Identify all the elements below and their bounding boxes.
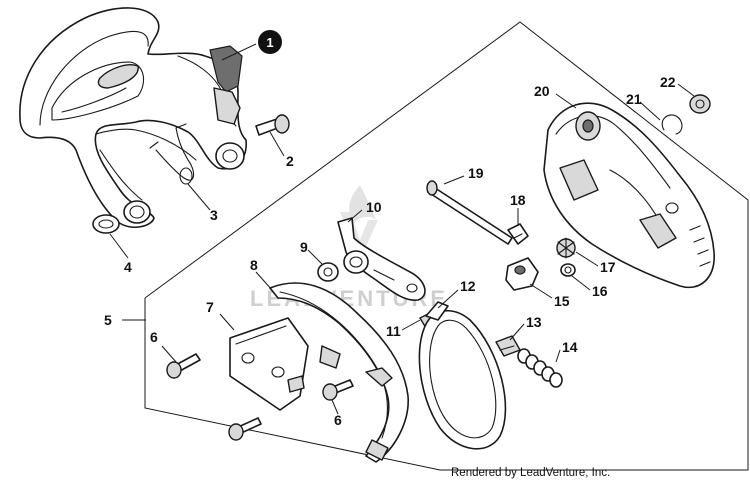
callout-7[interactable]: 7: [206, 299, 214, 315]
guide-plate[interactable]: [229, 317, 309, 411]
subassembly-frame: [144, 21, 749, 471]
coil-spring[interactable]: [517, 348, 563, 388]
callout-12[interactable]: 12: [460, 278, 476, 294]
callout-16[interactable]: 16: [592, 283, 608, 299]
callout-20[interactable]: 20: [534, 83, 550, 99]
sprocket-cover[interactable]: [269, 282, 409, 463]
callout-15[interactable]: 15: [554, 293, 570, 309]
screw-6b[interactable]: [322, 379, 354, 401]
callout-4[interactable]: 4: [124, 259, 132, 275]
screw-6a[interactable]: [166, 353, 201, 379]
brake-band[interactable]: [418, 301, 507, 450]
tension-rod[interactable]: [426, 180, 513, 245]
callout-19[interactable]: 19: [468, 165, 484, 181]
adjuster-gear[interactable]: [556, 237, 576, 259]
callout-9[interactable]: 9: [300, 239, 308, 255]
callout-13[interactable]: 13: [526, 314, 542, 330]
wire-spring[interactable]: [149, 123, 195, 185]
callout-5[interactable]: 5: [104, 312, 112, 328]
washer-4[interactable]: [92, 214, 120, 234]
callout-21[interactable]: 21: [626, 91, 642, 107]
nut-22[interactable]: [689, 94, 711, 114]
callout-17[interactable]: 17: [600, 259, 616, 275]
credit-text: Rendered by LeadVenture, Inc.: [451, 467, 610, 479]
washer-16[interactable]: [560, 263, 576, 277]
washer-9[interactable]: [317, 262, 339, 282]
adjuster-nut[interactable]: [507, 223, 529, 245]
callout-14[interactable]: 14: [562, 339, 578, 355]
spring-retainer[interactable]: [495, 335, 521, 357]
callout-1: 1: [266, 35, 273, 50]
callout-18[interactable]: 18: [510, 192, 526, 208]
leader-lines: [109, 43, 695, 415]
callout-3[interactable]: 3: [210, 207, 218, 223]
callout-10[interactable]: 10: [366, 199, 382, 215]
actuator-block[interactable]: [505, 257, 539, 291]
side-cover[interactable]: [543, 102, 715, 289]
callout-11[interactable]: 11: [386, 323, 401, 339]
callout-2[interactable]: 2: [286, 153, 294, 169]
shoulder-bolt[interactable]: [255, 114, 290, 136]
brake-link[interactable]: [337, 217, 426, 301]
callout-labels: 2 3 4 5 6 6 7 8 9 10 11 12 13 14 15 16 1…: [104, 74, 676, 428]
callout-8[interactable]: 8: [250, 257, 258, 273]
snap-ring[interactable]: [661, 114, 683, 135]
callout-22[interactable]: 22: [660, 74, 676, 90]
top-handle[interactable]: [19, 7, 247, 229]
screw-plate[interactable]: [228, 417, 262, 441]
callout-badge-1[interactable]: 1: [258, 30, 282, 54]
callout-6a[interactable]: 6: [150, 329, 158, 345]
callout-6b[interactable]: 6: [334, 412, 342, 428]
